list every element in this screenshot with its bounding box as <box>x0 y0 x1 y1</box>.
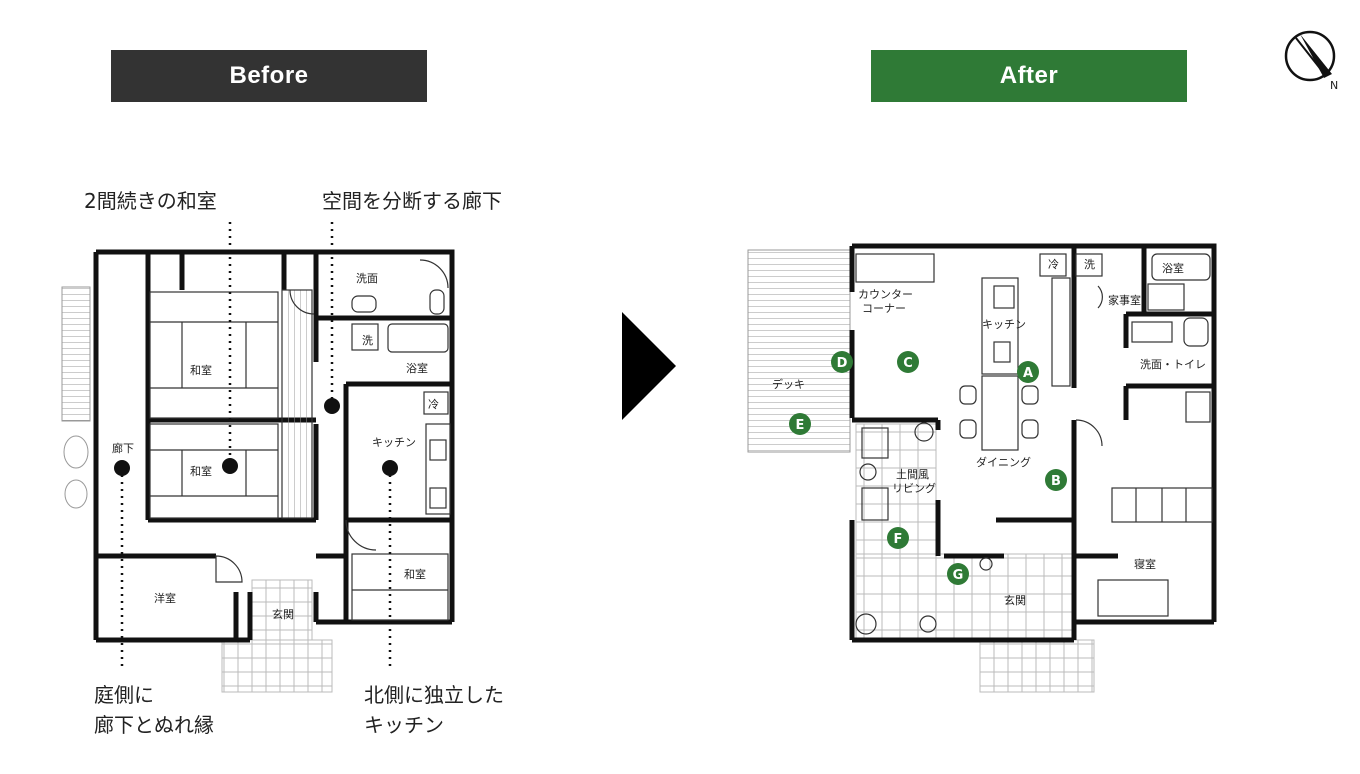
compass-label: N <box>1330 79 1338 92</box>
marker-a: A <box>1017 361 1039 383</box>
svg-text:E: E <box>796 418 805 433</box>
after-markers: A B C D E F G <box>789 351 1067 585</box>
before-walls <box>93 249 455 643</box>
room-sen: 洗 <box>362 334 373 347</box>
before-badge: Before <box>111 50 427 102</box>
room-dining: ダイニング <box>976 455 1031 469</box>
room-shinshitsu: 寝室 <box>1134 557 1156 571</box>
after-room-labels: 冷 洗 浴室 カウンター コーナー 家事室 キッチン 洗面・トイレ デッキ 土間… <box>772 258 1206 607</box>
after-floor-plan: 冷 洗 浴室 カウンター コーナー 家事室 キッチン 洗面・トイレ デッキ 土間… <box>747 243 1217 693</box>
stepping-stone <box>63 435 89 469</box>
svg-text:C: C <box>903 356 913 371</box>
room-yokushitsu: 浴室 <box>1162 261 1184 275</box>
room-senmen-toilet: 洗面・トイレ <box>1140 358 1206 371</box>
room-rei: 冷 <box>428 398 439 411</box>
callout-north-line1: 北側に独立した <box>364 683 504 707</box>
before-dots <box>114 398 398 476</box>
room-kitchen: キッチン <box>982 318 1026 331</box>
north-compass-icon: N <box>1284 30 1338 92</box>
room-washitsu-1: 和室 <box>190 363 212 377</box>
marker-c: C <box>897 351 919 373</box>
callout-garden-line2: 廊下とぬれ縁 <box>94 713 214 737</box>
room-washitsu-3: 和室 <box>404 567 426 581</box>
room-rouka: 廊下 <box>112 441 134 455</box>
room-yokushitsu: 浴室 <box>406 361 428 375</box>
svg-text:G: G <box>953 568 964 583</box>
room-genkan: 玄関 <box>1004 593 1026 607</box>
marker-d: D <box>831 351 853 373</box>
room-sen: 洗 <box>1084 258 1095 271</box>
svg-text:A: A <box>1023 366 1033 381</box>
callout-washitsu: 2間続きの和室 <box>84 189 217 213</box>
before-fixtures <box>149 259 451 621</box>
engawa-hatch <box>61 286 91 422</box>
room-washitsu-2: 和室 <box>190 464 212 478</box>
marker-f: F <box>887 527 909 549</box>
play-triangle-icon <box>622 312 676 420</box>
callout-garden-line1: 庭側に <box>94 683 154 707</box>
genkan-grid <box>251 579 313 641</box>
after-badge: After <box>871 50 1187 102</box>
after-fixtures <box>855 253 1213 635</box>
room-kajishitsu: 家事室 <box>1108 293 1141 307</box>
marker-g: G <box>947 563 969 585</box>
room-kitchen: キッチン <box>372 436 416 449</box>
room-doma-1: 土間風 <box>896 468 929 481</box>
marker-e: E <box>789 413 811 435</box>
before-callout-leaders <box>120 222 392 670</box>
room-senmen: 洗面 <box>356 272 378 285</box>
after-walls <box>849 243 1217 643</box>
svg-text:B: B <box>1051 474 1061 489</box>
room-deck: デッキ <box>772 377 805 391</box>
room-rei: 冷 <box>1048 258 1059 271</box>
callout-corridor-split: 空間を分断する廊下 <box>322 189 502 213</box>
before-floor-plan: 洗面 洗 浴室 和室 和室 廊下 冷 キッチン 和室 洋室 玄関 <box>61 222 455 693</box>
stepping-stone <box>64 479 88 509</box>
room-counter-1: カウンター <box>858 288 913 301</box>
room-doma-2: リビング <box>892 481 936 495</box>
svg-text:D: D <box>837 356 848 371</box>
entry-porch-grid <box>979 639 1095 693</box>
entry-porch-grid <box>221 639 333 693</box>
svg-text:F: F <box>894 532 903 547</box>
before-room-labels: 洗面 洗 浴室 和室 和室 廊下 冷 キッチン 和室 洋室 玄関 <box>112 272 439 621</box>
callout-north-line2: キッチン <box>364 713 444 737</box>
room-counter-2: コーナー <box>862 302 906 315</box>
room-youshitsu: 洋室 <box>154 591 176 605</box>
room-genkan: 玄関 <box>272 607 294 621</box>
marker-b: B <box>1045 469 1067 491</box>
